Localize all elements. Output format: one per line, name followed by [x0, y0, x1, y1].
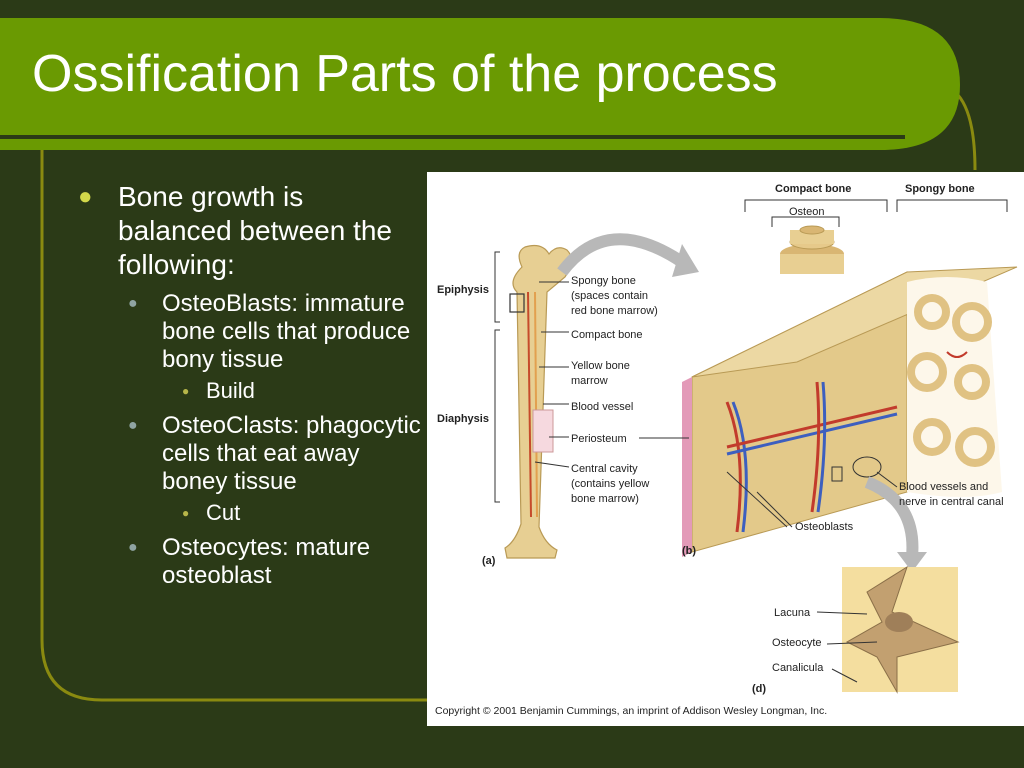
label-blood-vessel: Blood vessel: [571, 401, 633, 413]
arrow-icon: [557, 233, 686, 276]
bullet-build-text: Build: [206, 378, 255, 403]
label-panel-b: (b): [682, 545, 696, 557]
bullet-dot-icon: ●: [182, 506, 190, 520]
label-periosteum: Periosteum: [571, 433, 627, 445]
bullet-cut-text: Cut: [206, 500, 241, 525]
figure-copyright: Copyright © 2001 Benjamin Cummings, an i…: [435, 705, 827, 717]
label-panel-a: (a): [482, 555, 496, 567]
arrow-icon: [864, 476, 919, 558]
label-osteoblasts: Osteoblasts: [795, 521, 854, 533]
bullet-osteocytes-text: Osteocytes: mature osteoblast: [162, 534, 371, 589]
bullet-osteoclasts: ● OsteoClasts: phagocytic cells that eat…: [128, 412, 423, 496]
bullet-dot-icon: ●: [128, 295, 138, 312]
label-compact-bone-a: Compact bone: [571, 329, 643, 341]
bullet-dot-icon: ●: [128, 539, 138, 556]
arrow-head-icon: [897, 552, 927, 572]
spongy-bone-lattice: [907, 277, 1002, 497]
label-spongy-bone-header: Spongy bone: [905, 183, 975, 195]
bullet-osteocytes: ● Osteocytes: mature osteoblast: [128, 534, 423, 590]
label-spongy-bone-2: (spaces contain: [571, 290, 648, 302]
label-lacuna: Lacuna: [774, 607, 811, 619]
label-canalicula: Canalicula: [772, 662, 824, 674]
label-spongy-bone-1: Spongy bone: [571, 275, 636, 287]
osteocyte-panel: [816, 565, 960, 694]
label-blood-vessels-nerve-2: nerve in central canal: [899, 496, 1004, 508]
bullet-main: ● Bone growth is balanced between the fo…: [78, 180, 423, 282]
label-epiphysis: Epiphysis: [437, 284, 489, 296]
label-central-cavity-3: bone marrow): [571, 493, 639, 505]
bullet-osteoclasts-text: OsteoClasts: phagocytic cells that eat a…: [162, 412, 421, 495]
label-central-cavity-1: Central cavity: [571, 463, 638, 475]
bullet-list: ● Bone growth is balanced between the fo…: [78, 180, 423, 590]
label-spongy-bone-3: red bone marrow): [571, 305, 658, 317]
label-osteon: Osteon: [789, 206, 824, 218]
bullet-dot-icon: ●: [128, 417, 138, 434]
long-bone-illustration: [494, 244, 573, 559]
bullet-cut: ● Cut: [182, 500, 423, 526]
label-osteocyte: Osteocyte: [772, 637, 822, 649]
label-compact-bone: Compact bone: [775, 183, 851, 195]
label-diaphysis: Diaphysis: [437, 413, 489, 425]
label-panel-d: (d): [752, 683, 766, 695]
label-central-cavity-2: (contains yellow: [571, 478, 649, 490]
bullet-main-text: Bone growth is balanced between the foll…: [118, 181, 392, 280]
bullet-osteoblasts: ● OsteoBlasts: immature bone cells that …: [128, 290, 423, 374]
label-blood-vessels-nerve-1: Blood vessels and: [899, 481, 988, 493]
bullet-build: ● Build: [182, 378, 423, 404]
bullet-dot-icon: ●: [182, 384, 190, 398]
bone-diagram-figure: Compact bone Spongy bone Osteon Epiphysi…: [427, 172, 1024, 726]
bullet-osteoblasts-text: OsteoBlasts: immature bone cells that pr…: [162, 290, 411, 373]
label-yellow-marrow-1: Yellow bone: [571, 360, 630, 372]
page-title: Ossification Parts of the process: [32, 45, 778, 103]
bullet-dot-icon: ●: [78, 183, 93, 210]
bone-diagram-svg: Compact bone Spongy bone Osteon Epiphysi…: [435, 183, 1018, 717]
label-yellow-marrow-2: marrow: [571, 375, 608, 387]
arrow-head-icon: [672, 244, 699, 277]
